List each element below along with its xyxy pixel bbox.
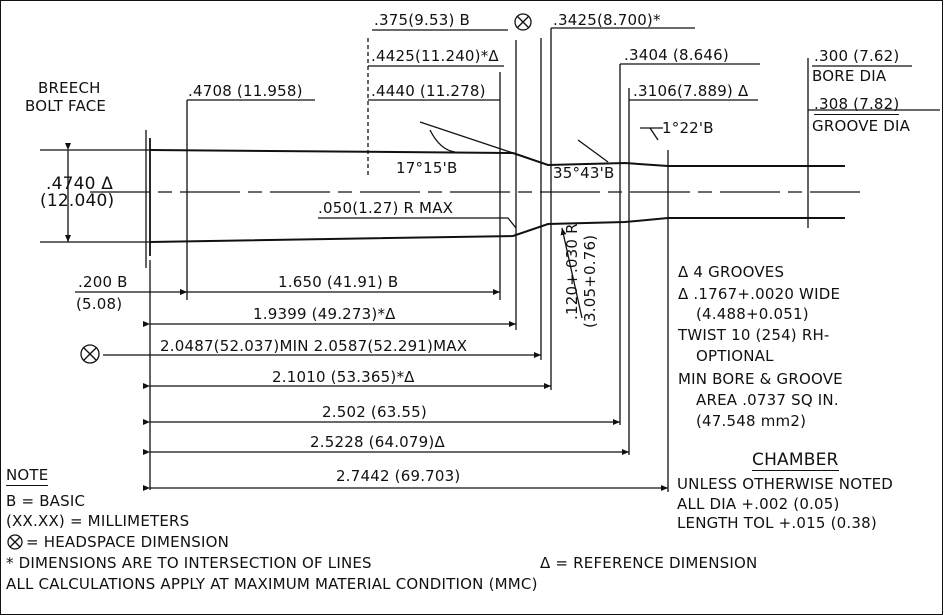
dim-1650-label: 1.650 (41.91) B [278, 273, 399, 291]
dim-19399-label: 1.9399 (49.273)*Δ [253, 305, 396, 323]
spec-twist: TWIST 10 (254) RH- [678, 326, 830, 344]
groove-dia-value: .308 (7.82) [814, 95, 900, 115]
note-millimeters: (XX.XX) = MILLIMETERS [6, 512, 190, 530]
radius-max-label: .050(1.27) R MAX [318, 199, 454, 217]
spec-area-3: (47.548 mm2) [696, 412, 807, 430]
spec-area-1: MIN BORE & GROOVE [678, 370, 843, 388]
angle-leader [419, 121, 514, 154]
dim-2101-label: 2.1010 (53.365)*Δ [272, 368, 415, 386]
chamber-note-1: UNLESS OTHERWISE NOTED [677, 475, 894, 493]
bore-dia-label: BORE DIA [812, 67, 887, 85]
chamber-profile-bottom [149, 217, 845, 243]
shoulder-angle-label: 17°15'B [396, 159, 458, 177]
dim-3106-label: .3106(7.889) Δ [633, 82, 749, 100]
radius-leader [318, 217, 517, 229]
dim-4708-label: .4708 (11.958) [188, 82, 303, 100]
dim-2048-label: 2.0487(52.037)MIN 2.0587(52.291)MAX [160, 337, 468, 355]
chamber-profile-top [149, 149, 845, 167]
dim-2502-label: 2.502 (63.55) [322, 403, 427, 421]
radius-120-mm: (3.05+0.76) [581, 234, 599, 328]
note-title: NOTE [6, 466, 49, 486]
headspace-symbol-top [514, 13, 532, 31]
dim-3404-label: .3404 (8.646) [624, 46, 729, 64]
spec-twist-optional: OPTIONAL [696, 347, 774, 365]
dia-4740-mm: (12.040) [40, 191, 115, 211]
spec-area-2: AREA .0737 SQ IN. [696, 391, 839, 409]
note-mmc: ALL CALCULATIONS APPLY AT MAXIMUM MATERI… [6, 575, 538, 593]
dim-200-label: .200 B [78, 273, 128, 291]
chamber-note-3: LENGTH TOL +.015 (0.38) [677, 514, 877, 532]
bore-dia-value: .300 (7.62) [814, 47, 900, 65]
note-intersection: * DIMENSIONS ARE TO INTERSECTION OF LINE… [6, 554, 372, 572]
dim-3425-label: .3425(8.700)* [553, 11, 661, 29]
dim-27442-label: 2.7442 (69.703) [336, 467, 461, 485]
dia-4740-label: .4740 Δ [46, 174, 114, 194]
note-reference: Δ = REFERENCE DIMENSION [540, 554, 758, 572]
radius-120-label: .120+.030 R [563, 223, 581, 320]
leade-angle-label: 1°22'B [662, 119, 714, 137]
chamber-note-2: ALL DIA +.002 (0.05) [677, 495, 840, 513]
throat-angle-label: 35°43'B [553, 164, 615, 182]
dim-200-mm: (5.08) [76, 295, 123, 313]
bolt-face-label: BOLT FACE [25, 97, 107, 115]
note-headspace: = HEADSPACE DIMENSION [26, 533, 230, 551]
groove-dia-label: GROOVE DIA [812, 117, 911, 135]
radius120-leader [560, 227, 583, 319]
dim-375-label: .375(9.53) B [374, 11, 470, 29]
dim-4440-label: .4440 (11.278) [371, 82, 486, 100]
spec-grooves: Δ 4 GROOVES [678, 263, 785, 281]
angle-leader [649, 127, 659, 141]
headspace-symbol-note [7, 534, 23, 550]
angle-arc [429, 129, 456, 153]
angle-leader [577, 139, 609, 163]
note-basic: B = BASIC [6, 492, 86, 510]
headspace-symbol-left [80, 344, 100, 364]
dim-4425-label: .4425(11.240)*Δ [371, 47, 499, 65]
breech-label: BREECH [38, 79, 101, 97]
chamber-title: CHAMBER [752, 450, 839, 471]
spec-groove-width-mm: (4.488+0.051) [696, 305, 809, 323]
dim-25228-label: 2.5228 (64.079)Δ [310, 433, 445, 451]
spec-groove-width: Δ .1767+.0020 WIDE [678, 285, 841, 303]
